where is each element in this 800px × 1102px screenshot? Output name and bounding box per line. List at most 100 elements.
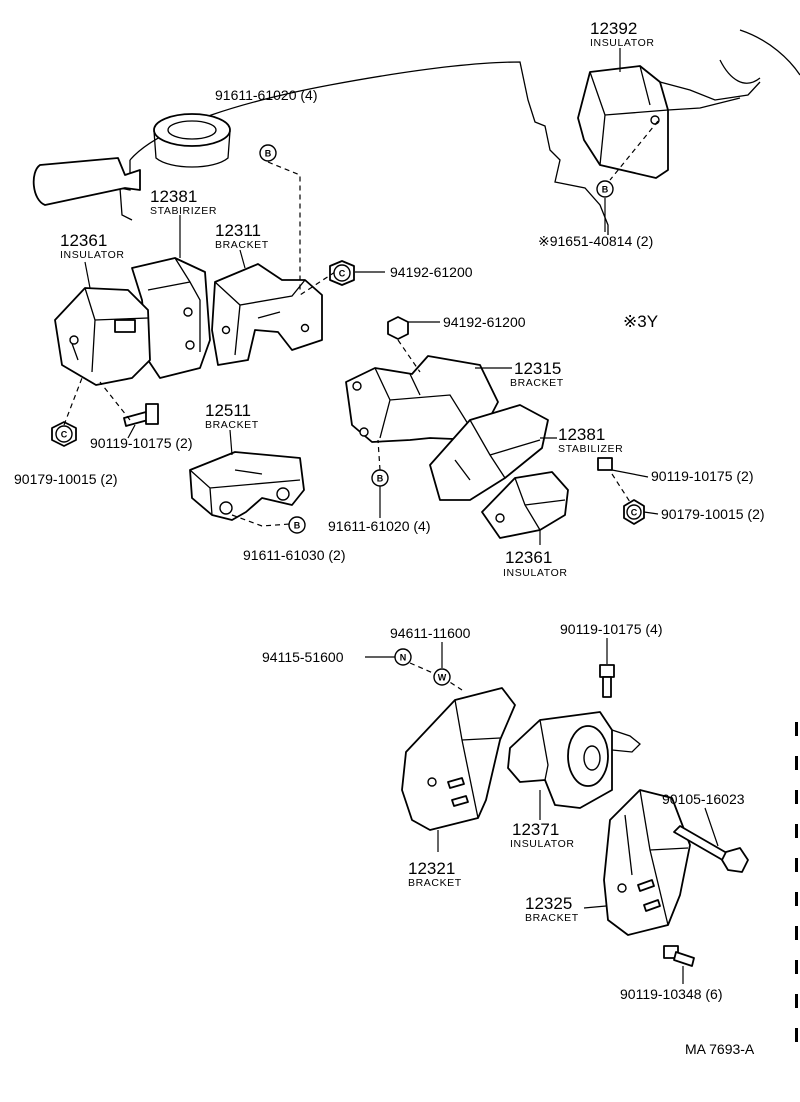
label-12381-left-caption: STABIRIZER bbox=[150, 205, 217, 217]
label-12361-left-caption: INSULATOR bbox=[60, 249, 125, 261]
assembly-line-6 bbox=[377, 439, 381, 471]
svg-text:B: B bbox=[265, 149, 272, 159]
insulator-left-hole bbox=[69, 335, 79, 345]
stabilizer-left-hole bbox=[183, 307, 193, 317]
svg-text:B: B bbox=[602, 185, 609, 195]
assembly-line-5 bbox=[397, 339, 421, 373]
badge-c-1: C bbox=[333, 264, 351, 282]
bracket-12315-hole-1 bbox=[352, 381, 362, 391]
filler-cap-ring bbox=[167, 120, 217, 140]
bracket-12511-shape bbox=[189, 451, 305, 521]
label-12311-caption: BRACKET bbox=[215, 239, 269, 251]
bracket-12325-shape bbox=[603, 789, 691, 936]
leader-12325 bbox=[583, 905, 607, 909]
label-12315-number: 12315 bbox=[514, 359, 561, 378]
bracket-12321-shape bbox=[401, 687, 516, 831]
label-f12: 94115-51600 bbox=[262, 649, 344, 665]
bracket-12311-hole-1 bbox=[221, 325, 231, 335]
leader-12511 bbox=[229, 429, 233, 456]
stabilizer-12381-left-detail bbox=[147, 257, 201, 352]
svg-text:N: N bbox=[400, 653, 407, 663]
intake-pipe bbox=[32, 157, 141, 206]
label-f2: ※91651-40814 (2) bbox=[538, 233, 653, 249]
bolt-10348-shank bbox=[673, 951, 695, 967]
figure-code: MA 7693-A bbox=[685, 1041, 755, 1057]
bracket-12311-detail bbox=[214, 279, 306, 356]
bolt-left-shape bbox=[123, 411, 149, 427]
label-12325-number: 12325 bbox=[525, 894, 572, 913]
badge-b-1: B bbox=[259, 144, 277, 162]
label-12371-caption: INSULATOR bbox=[510, 838, 575, 850]
label-12511-number: 12511 bbox=[205, 401, 251, 420]
insulator-right-hole bbox=[495, 513, 505, 523]
svg-text:C: C bbox=[631, 508, 638, 518]
label-f5: 90119-10175 (2) bbox=[90, 435, 192, 451]
label-f3: 94192-61200 bbox=[390, 264, 473, 280]
label-12392-caption: INSULATOR bbox=[590, 37, 655, 49]
label-12321-caption: BRACKET bbox=[408, 877, 462, 889]
insulator-12392-hole bbox=[650, 115, 660, 125]
bracket-12315-detail bbox=[374, 367, 479, 441]
label-12381-right-number: 12381 bbox=[558, 425, 605, 444]
label-f15: 90119-10348 (6) bbox=[620, 986, 722, 1002]
bolt-left-head bbox=[145, 403, 159, 425]
nut-94192-lower-shape bbox=[387, 316, 409, 340]
label-12511-caption: BRACKET bbox=[205, 419, 259, 431]
badge-n: N bbox=[394, 648, 412, 666]
bracket-12321-detail bbox=[454, 699, 501, 819]
badge-b-3: B bbox=[288, 516, 306, 534]
bracket-12511-detail bbox=[189, 469, 301, 516]
badge-b-2: B bbox=[596, 180, 614, 198]
bracket-12321-stud-1 bbox=[447, 777, 465, 789]
label-f9: 90119-10175 (2) bbox=[651, 468, 753, 484]
leader-12311 bbox=[239, 249, 246, 269]
stabilizer-12381-right-detail bbox=[454, 419, 541, 481]
insulator-12371-core bbox=[583, 745, 601, 771]
svg-text:B: B bbox=[294, 521, 301, 531]
label-12315-caption: BRACKET bbox=[510, 377, 564, 389]
label-f11: 94611-11600 bbox=[390, 625, 471, 641]
filler-cap-body bbox=[153, 130, 231, 168]
leader-12361-left bbox=[84, 261, 91, 289]
label-f13: 90119-10175 (4) bbox=[560, 621, 662, 637]
badge-w: W bbox=[433, 668, 451, 686]
leader-90119-right bbox=[611, 469, 649, 478]
label-f4: 94192-61200 bbox=[443, 314, 526, 330]
bracket-12325-stud-1 bbox=[637, 879, 655, 892]
svg-text:C: C bbox=[339, 269, 346, 279]
bracket-12511-boss-1 bbox=[219, 501, 233, 515]
insulator-12371-detail bbox=[539, 719, 641, 781]
assembly-line-9 bbox=[609, 120, 659, 181]
badge-b-4: B bbox=[371, 469, 389, 487]
label-12371-number: 12371 bbox=[512, 820, 559, 839]
bracket-12311-shape bbox=[211, 263, 323, 366]
bracket-12321-stud-2 bbox=[451, 795, 469, 807]
label-12361-left-number: 12361 bbox=[60, 231, 107, 250]
assembly-line-7 bbox=[611, 473, 631, 503]
leader-90119-left bbox=[127, 424, 136, 439]
label-12381-left-number: 12381 bbox=[150, 187, 197, 206]
insulator-12361-right-detail bbox=[514, 477, 566, 531]
label-12381-right-caption: STABILIZER bbox=[558, 443, 623, 455]
badge-c-2: C bbox=[55, 425, 73, 443]
long-bolt-head bbox=[721, 847, 749, 873]
assembly-line-3 bbox=[63, 377, 131, 426]
assembly-line-4 bbox=[231, 514, 291, 527]
bracket-12315-hole-2 bbox=[359, 427, 369, 437]
badge-c-3: C bbox=[626, 504, 642, 520]
label-f8: 91611-61020 (4) bbox=[328, 518, 430, 534]
insulator-left-stud bbox=[114, 319, 136, 333]
label-f10: 90179-10015 (2) bbox=[661, 506, 765, 522]
label-f14: 90105-16023 bbox=[662, 791, 745, 807]
label-12325-caption: BRACKET bbox=[525, 912, 579, 924]
svg-text:C: C bbox=[61, 430, 68, 440]
bolt-10175-head bbox=[599, 664, 615, 678]
label-f1: 91611-61020 (4) bbox=[215, 87, 317, 103]
leader-90179-right bbox=[643, 511, 659, 515]
assembly-line-2 bbox=[299, 271, 336, 296]
label-12321-number: 12321 bbox=[408, 859, 455, 878]
label-12311-number: 12311 bbox=[215, 221, 261, 240]
bracket-12511-boss-2 bbox=[276, 487, 290, 501]
edge-marks bbox=[795, 722, 798, 1042]
